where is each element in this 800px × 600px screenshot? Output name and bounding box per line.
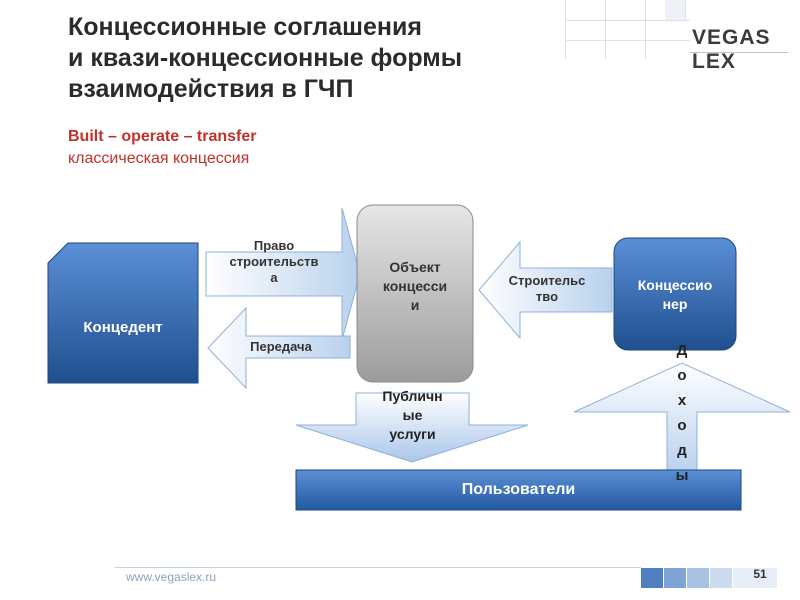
subtitle-bot: Built – operate – transfer — [68, 128, 257, 145]
concessionaire-box — [613, 237, 737, 351]
subtitle-classic: классическая концессия — [68, 150, 250, 167]
logo-underline — [690, 52, 788, 53]
title-line-3: взаимодействия в ГЧП — [68, 75, 354, 103]
title-line-1: Концессионные соглашения — [68, 13, 422, 41]
users-label: Пользователи — [461, 481, 576, 498]
object-box — [356, 204, 474, 383]
concedent-label: Концедент — [83, 319, 163, 336]
concessionaire-label: Концессио нер — [614, 276, 736, 314]
page-title: Концессионные соглашения и квази-концесс… — [68, 12, 588, 105]
public-line-1: Публичн — [382, 388, 443, 404]
build-right-arrow — [205, 207, 361, 341]
public-line-3: услуги — [389, 426, 436, 442]
build-right-label: Право строительств а — [206, 238, 342, 286]
footer-square — [641, 568, 663, 588]
construction-left-arrow — [478, 240, 613, 340]
footer-square — [710, 568, 732, 588]
build-right-line-2: строительств — [229, 254, 319, 269]
construction-label: Строительс тво — [482, 273, 612, 305]
public-services-arrow — [295, 392, 529, 463]
income-label: Д о х о д ы — [667, 338, 697, 488]
income-letter: ы — [675, 467, 689, 484]
header-grid-decoration — [565, 0, 800, 60]
object-line-3: и — [410, 297, 420, 313]
build-right-line-3: а — [270, 270, 278, 285]
concedent-box — [47, 242, 199, 384]
public-services-label: Публичн ые услуги — [356, 387, 469, 444]
build-right-line-1: Право — [253, 238, 295, 253]
title-line-2: и квази-концессионные формы — [68, 44, 463, 72]
object-label: Объект концесси и — [357, 258, 473, 315]
income-letter: Д — [676, 342, 688, 359]
footer-square — [687, 568, 709, 588]
footer-url-link[interactable]: www.vegaslex.ru — [126, 570, 217, 584]
footer-divider — [115, 567, 641, 568]
income-letter: о — [677, 417, 687, 434]
object-line-1: Объект — [389, 259, 441, 275]
concessionaire-line-1: Концессио — [637, 277, 713, 293]
income-up-arrow — [573, 362, 791, 499]
public-line-2: ые — [402, 407, 423, 423]
income-letter: х — [677, 392, 687, 409]
income-letter: д — [677, 442, 687, 459]
page-number: 51 — [753, 567, 767, 581]
concessionaire-line-2: нер — [662, 296, 688, 312]
footer-square — [733, 568, 777, 588]
users-bar — [295, 469, 742, 511]
construction-line-2: тво — [535, 289, 559, 304]
construction-line-1: Строительс — [508, 273, 586, 288]
object-line-2: концесси — [382, 278, 448, 294]
transfer-label: Передача — [250, 339, 312, 354]
footer-square — [664, 568, 686, 588]
income-letter: о — [677, 367, 687, 384]
transfer-left-arrow — [207, 306, 351, 390]
vegas-lex-logo: VEGAS LEX — [692, 26, 771, 73]
